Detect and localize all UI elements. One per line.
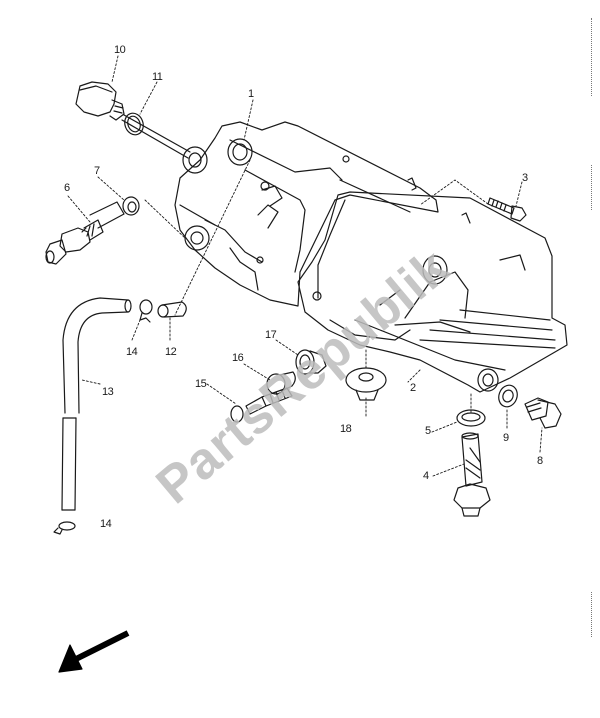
part-12-cap <box>157 301 187 318</box>
callout-18: 18 <box>340 423 352 435</box>
callout-12: 12 <box>165 346 177 358</box>
callout-14-lower: 14 <box>100 518 112 530</box>
callout-2: 2 <box>410 382 416 394</box>
part-9-washer <box>498 384 518 408</box>
part-14-clip-lower <box>53 521 76 535</box>
part-8-drain-plug <box>524 397 562 429</box>
part-10-dipstick <box>75 81 191 159</box>
part-11-oring <box>124 112 144 136</box>
leader-lines <box>67 55 543 477</box>
part-17-grommet <box>295 349 327 375</box>
part-6-fitting <box>45 201 125 265</box>
callout-14-upper: 14 <box>126 346 138 358</box>
callout-7: 7 <box>94 165 100 177</box>
part-16-collar <box>266 371 296 395</box>
part-7-washer <box>122 196 140 216</box>
scan-edge-mark <box>591 18 593 96</box>
callout-16: 16 <box>232 352 244 364</box>
callout-15: 15 <box>195 378 207 390</box>
callout-10: 10 <box>114 44 126 56</box>
part-4-oil-strainer <box>453 432 491 517</box>
part-14-clip-upper <box>139 299 153 323</box>
scan-edge-mark <box>591 592 593 637</box>
callout-6: 6 <box>64 182 70 194</box>
callout-13: 13 <box>102 386 114 398</box>
part-13-hose <box>61 297 132 511</box>
arrow-down-left-icon <box>58 630 130 673</box>
scan-edge-mark <box>591 165 593 210</box>
callout-9: 9 <box>503 432 509 444</box>
part-1-case <box>174 121 439 307</box>
callout-11: 11 <box>152 71 163 83</box>
part-2-cover <box>297 177 568 393</box>
part-3-bolt <box>487 197 527 222</box>
callout-8: 8 <box>537 455 543 467</box>
callout-5: 5 <box>425 425 431 437</box>
callout-1: 1 <box>248 88 254 100</box>
callout-3: 3 <box>522 172 528 184</box>
callout-17: 17 <box>265 329 277 341</box>
callout-4: 4 <box>423 470 429 482</box>
